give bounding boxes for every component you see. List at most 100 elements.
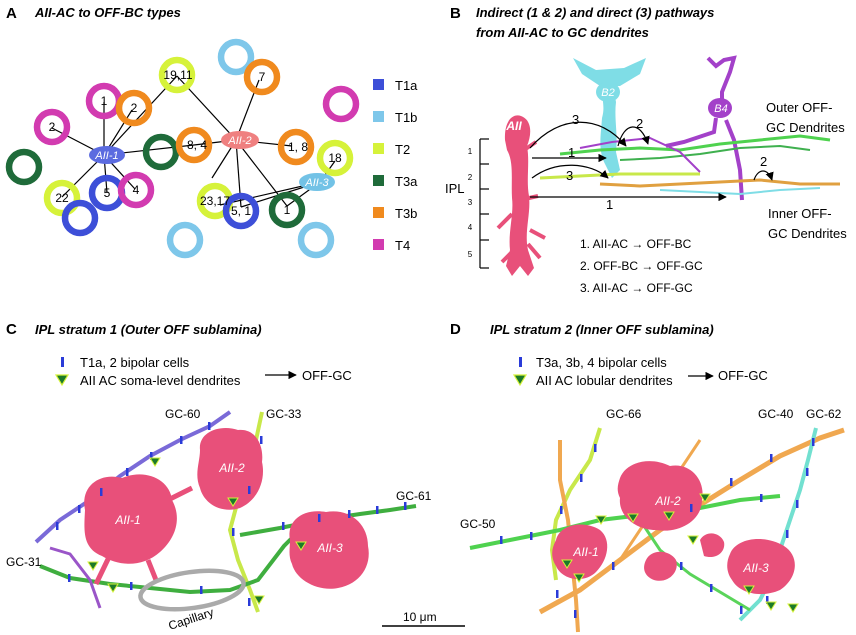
- gc-31-dendrite: [39, 528, 302, 595]
- pathway-number: 1: [606, 197, 613, 212]
- aii-1-render: [84, 474, 177, 564]
- bc-ring-t2: [43, 179, 81, 217]
- legend-swatch-t3a: [373, 175, 384, 186]
- ring-label: 22: [55, 191, 69, 205]
- aii-3-label: AII-3: [316, 541, 343, 555]
- panel-c-synapse-markers: [87, 457, 307, 605]
- ring-label: 1, 8: [288, 140, 308, 154]
- panel-d-gc-labels: GC-66 GC-40 GC-62 GC-50: [460, 407, 842, 531]
- dendrite-labels: Outer OFF- GC Dendrites Inner OFF- GC De…: [766, 100, 847, 241]
- panel-a-rings: [5, 38, 360, 259]
- aii-1-node: [89, 146, 125, 164]
- aii-2-label: AII-2: [218, 461, 245, 475]
- panel-a-letter: A: [6, 5, 17, 22]
- bc-ring-t1b: [217, 38, 255, 76]
- aii-1-process: [93, 485, 194, 586]
- panel-d-synapse-markers: [561, 493, 799, 613]
- pathway-item: 1. AII-AC → OFF-BC: [580, 237, 692, 251]
- outer-gc-dendrites: [619, 144, 811, 161]
- legend-swatch-t4: [373, 239, 384, 250]
- bc-ring-t3b: [175, 126, 213, 164]
- panel-d-letter: D: [450, 321, 461, 338]
- b2-axon-render: [579, 136, 701, 173]
- ring-label: 2: [131, 101, 138, 115]
- panel-a-amacrine: AII-1 AII-2 AII-3: [89, 131, 335, 191]
- panel-a-title: AII-AC to OFF-BC types: [34, 5, 181, 20]
- bc-ring-t1a: [222, 192, 260, 230]
- pathway-arrows: [529, 121, 774, 202]
- gc-40-label: GC-40: [758, 407, 794, 421]
- panel-b-title-line2: from AII-AC to GC dendrites: [476, 25, 649, 40]
- aii-cell-label: AII: [505, 119, 522, 133]
- panel-b: B Indirect (1 & 2) and direct (3) pathwa…: [445, 5, 847, 295]
- panel-b-title-line1: Indirect (1 & 2) and direct (3) pathways: [476, 5, 714, 20]
- gc-62-dendrite: [738, 427, 818, 622]
- bc-ring-t3a: [5, 148, 43, 186]
- ipl-bracket: [479, 138, 489, 269]
- aii-1-label: AII-1: [572, 545, 598, 559]
- inner-gc-dendrites: [599, 178, 840, 188]
- outer-gc-dendrites: [559, 134, 831, 156]
- outer-gc-dendrites: [539, 172, 700, 180]
- panel-c-target: OFF-GC: [302, 368, 352, 383]
- gc-31-label: GC-31: [6, 555, 42, 569]
- inner-gc-dendrites: [659, 187, 821, 196]
- pathway-item: 2. OFF-BC → OFF-GC: [580, 259, 703, 273]
- bc-ring-t3a: [142, 133, 180, 171]
- ring-label: 1: [101, 94, 108, 108]
- aii-3-label: AII-3: [742, 561, 769, 575]
- panel-d-legend-1: T3a, 3b, 4 bipolar cells: [536, 355, 667, 370]
- aii-3-render: [289, 511, 369, 589]
- legend-label: T3a: [395, 174, 418, 189]
- legend-label: T4: [395, 238, 410, 253]
- aii-3-label: AII-3: [304, 177, 329, 189]
- panel-c: C IPL stratum 1 (Outer OFF sublamina) T1…: [6, 321, 465, 633]
- ring-label: 18: [328, 151, 342, 165]
- aii-2-render: [197, 428, 264, 510]
- bc-ring-t2: [316, 139, 354, 177]
- gc-60-dendrite: [34, 410, 232, 544]
- stratum-number: 4: [468, 223, 473, 232]
- panel-d-legend-2: AII AC lobular dendrites: [536, 373, 673, 388]
- aii-2-render: [617, 461, 703, 531]
- bc-ring-t1b: [297, 221, 335, 259]
- panel-c-aii-labels: AII-1 AII-2 AII-3: [114, 461, 343, 555]
- pathway-number: 3: [572, 112, 579, 127]
- pathway-number: 2: [636, 116, 643, 131]
- panel-a-legend: T1a T1b T2 T3a T3b T4: [373, 78, 418, 253]
- pathway-number: 3: [566, 168, 573, 183]
- b2-label: B2: [601, 87, 614, 99]
- aii-2-label: AII-2: [227, 135, 251, 147]
- gc-66-label: GC-66: [606, 407, 642, 421]
- aii-cell-render: AII: [496, 115, 546, 276]
- stratum-number: 3: [468, 198, 473, 207]
- gc-62-label: GC-62: [806, 407, 842, 421]
- pathway-list: 1. AII-AC → OFF-BC 2. OFF-BC → OFF-GC 3.…: [580, 237, 703, 295]
- inner-label-1: Inner OFF-: [768, 206, 832, 221]
- panel-c-legend-1: T1a, 2 bipolar cells: [80, 355, 190, 370]
- gc-33-label: GC-33: [266, 407, 302, 421]
- bc-ring-t2: [158, 56, 196, 94]
- stratum-number: 1: [468, 147, 473, 156]
- panel-d-aii-labels: AII-2 AII-1 AII-3: [572, 494, 769, 575]
- bc-marker-icon: [519, 357, 522, 367]
- ring-label: 7: [259, 70, 266, 84]
- panel-c-bc-markers: [56, 422, 407, 606]
- strata-numbers: 1 2 3 4 5: [468, 147, 473, 259]
- ring-label: 1: [284, 203, 291, 217]
- ring-label: 2: [49, 120, 56, 134]
- panel-d: D IPL stratum 2 (Inner OFF sublamina) T3…: [450, 321, 845, 633]
- ring-label: 5, 1: [231, 204, 251, 218]
- bc-ring-t3b: [277, 128, 315, 166]
- ring-label: 4: [133, 183, 140, 197]
- aii-3-node: [299, 173, 335, 191]
- aii-2-node: [221, 131, 259, 149]
- panel-a-ring-labels: 1 2 2 19,11 22 5 4 8, 4 7 1, 8 18 23,17 …: [49, 68, 342, 218]
- pathway-item: 3. AII-AC → OFF-GC: [580, 281, 693, 295]
- stratum-number: 5: [468, 250, 473, 259]
- ring-label: 19,11: [163, 68, 192, 82]
- pathway-number: 2: [760, 154, 767, 169]
- pathway-numbers: 3 2 1 3 2 1: [566, 112, 767, 212]
- panel-d-bc-markers: [500, 438, 815, 618]
